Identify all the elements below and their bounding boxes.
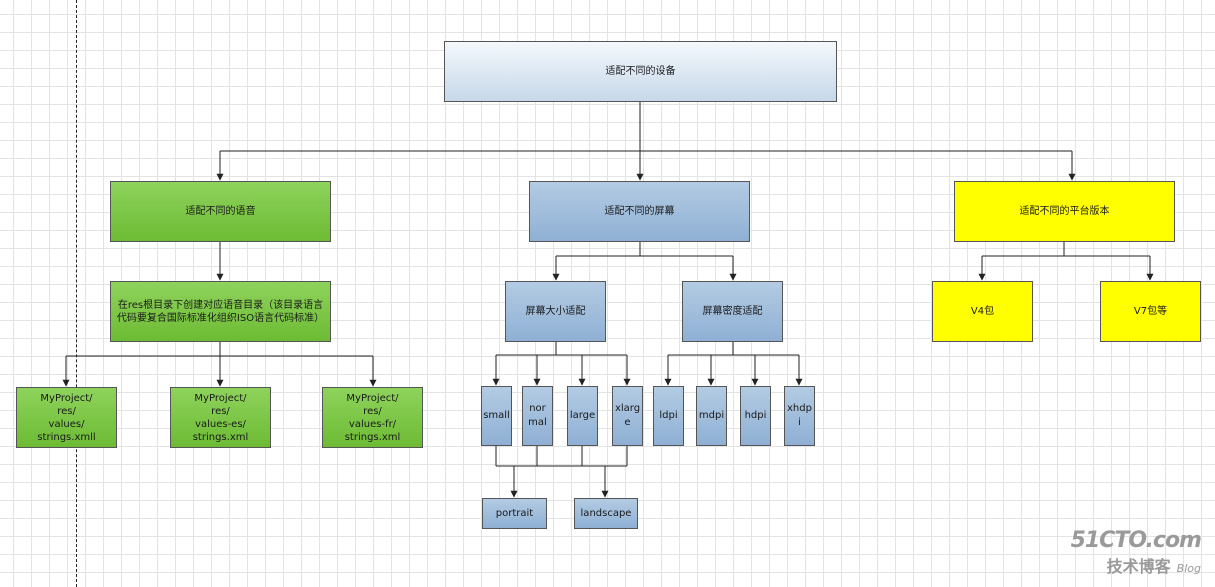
node-v4[interactable]: V4包: [932, 281, 1033, 342]
node-xhdpi[interactable]: xhdp i: [784, 386, 815, 446]
node-portrait[interactable]: portrait: [482, 498, 547, 529]
node-language[interactable]: 适配不同的语音: [110, 181, 331, 242]
watermark-blog: Blog: [1176, 562, 1201, 575]
node-xlarge[interactable]: xlarg e: [612, 386, 643, 446]
node-values-es[interactable]: MyProject/ res/ values-es/ strings.xml: [170, 387, 271, 448]
watermark-brand: 51CTO.com: [1070, 528, 1202, 553]
node-platform[interactable]: 适配不同的平台版本: [954, 181, 1175, 242]
node-large[interactable]: large: [567, 386, 598, 446]
node-landscape[interactable]: landscape: [574, 498, 638, 529]
node-v7[interactable]: V7包等: [1100, 281, 1201, 342]
node-screen-density[interactable]: 屏幕密度适配: [682, 281, 783, 342]
node-normal[interactable]: nor mal: [522, 386, 553, 446]
node-values-fr[interactable]: MyProject/ res/ values-fr/ strings.xml: [322, 387, 423, 448]
node-root[interactable]: 适配不同的设备: [444, 41, 837, 102]
node-screen-size[interactable]: 屏幕大小适配: [505, 281, 606, 342]
node-res-dirs[interactable]: 在res根目录下创建对应语音目录（该目录语言代码要复合国际标准化组织ISO语言代…: [110, 281, 331, 342]
node-small[interactable]: small: [481, 386, 512, 446]
node-hdpi[interactable]: hdpi: [740, 386, 771, 446]
node-ldpi[interactable]: ldpi: [653, 386, 684, 446]
node-values-default[interactable]: MyProject/ res/ values/ strings.xmll: [16, 387, 117, 448]
node-mdpi[interactable]: mdpi: [696, 386, 727, 446]
watermark-sub: 技术博客: [1106, 557, 1171, 576]
watermark: 51CTO.com 技术博客 Blog: [1070, 528, 1202, 577]
node-screen[interactable]: 适配不同的屏幕: [529, 181, 750, 242]
dashed-separator: [76, 0, 77, 587]
